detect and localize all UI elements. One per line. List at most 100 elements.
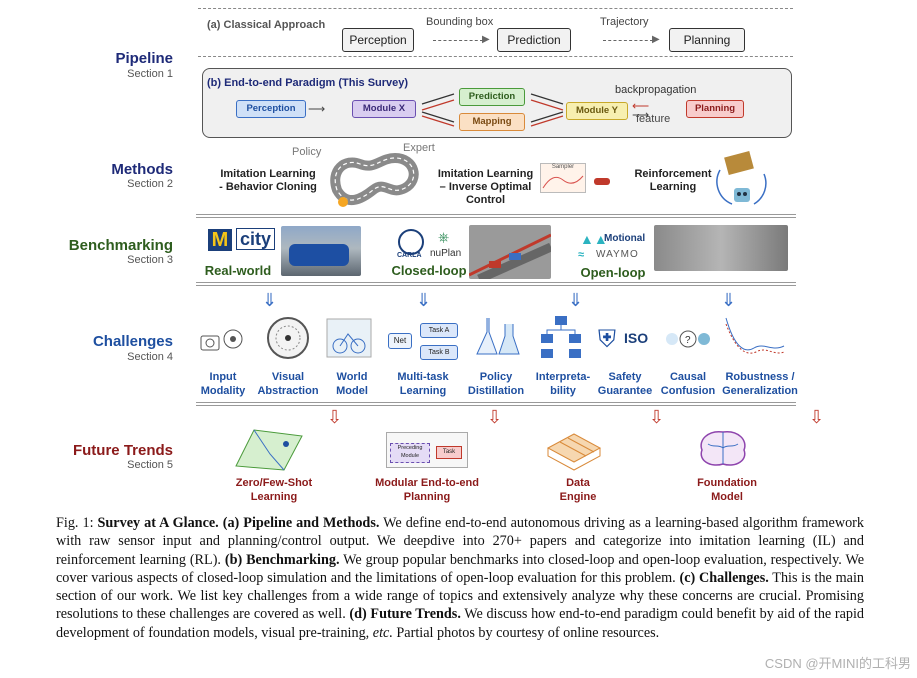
realworld-label: Real-world	[204, 263, 272, 278]
shield-icon: ⛨	[598, 326, 616, 353]
e2e-label: (b) End-to-end Paradigm (This Survey)	[207, 77, 409, 89]
net-box: Net	[388, 333, 412, 349]
section-sub-challenges: Section 4	[127, 351, 173, 363]
classical-planning-box: Planning	[669, 28, 745, 52]
e2e-perception-box: Perception	[236, 100, 306, 118]
sampler-label: Sampler	[551, 164, 575, 170]
carla-label: CARLA	[397, 252, 422, 259]
mcity-logo: city	[236, 228, 276, 250]
causal-confusion-icon: ?	[666, 330, 710, 348]
visual-abstraction-icon	[267, 317, 309, 359]
motional-logo-icon: ▲▲	[580, 231, 608, 247]
robustness-plot-icon	[725, 317, 785, 354]
challenge-label: Confusion	[660, 385, 716, 397]
classical-prediction-box: Prediction	[497, 28, 571, 52]
future-label: Planning	[403, 491, 451, 503]
task-b-box: Task B	[420, 345, 458, 360]
challenge-label: Abstraction	[257, 385, 319, 397]
data-engine-icon	[546, 433, 602, 471]
classical-label: (a) Classical Approach	[207, 19, 326, 31]
caption-d-text: We discuss how end-to-end paradigm could…	[56, 606, 864, 641]
iso-logo: ISO	[624, 330, 649, 346]
caption-b-title: (b) Benchmarking.	[224, 551, 340, 568]
module-y-arrows	[530, 93, 564, 127]
section-title-methods: Methods	[111, 161, 173, 178]
challenge-label: Learning	[399, 385, 447, 397]
sim-road-icon	[468, 233, 553, 284]
future-label: Data	[566, 477, 590, 489]
separator-3	[196, 402, 796, 406]
challenge-label: Multi-task	[397, 371, 449, 383]
feature-arrow-icon: ⟶	[632, 108, 650, 122]
caption-fig: Fig. 1:	[56, 515, 98, 531]
task-box: Task	[436, 446, 462, 459]
down-arrow-icon: ⇓	[721, 290, 737, 310]
rl-loop-icon	[716, 150, 767, 205]
section-title-pipeline: Pipeline	[115, 50, 173, 67]
challenge-label: Input	[209, 371, 237, 383]
module-x-box: Module X	[352, 100, 416, 118]
nuplan-logo-icon: ⎈	[438, 229, 450, 245]
down-arrow-icon: ⇩	[327, 407, 343, 427]
separator-1	[196, 214, 796, 218]
carla-logo-icon	[398, 229, 424, 255]
expert-label: Expert	[403, 142, 435, 154]
caption-etc: etc.	[372, 624, 393, 641]
e2e-prediction-box: Prediction	[459, 88, 525, 106]
module-label: Module	[400, 453, 420, 459]
classical-frame	[198, 8, 793, 57]
car-icon	[289, 244, 349, 266]
challenge-label: bility	[550, 385, 576, 397]
down-arrow-icon: ⇓	[568, 290, 584, 310]
caption-d-title: (d) Future Trends.	[349, 606, 461, 623]
separator-2	[196, 282, 796, 286]
section-sub-methods: Section 2	[127, 178, 173, 190]
section-title-benchmarking: Benchmarking	[68, 237, 173, 254]
challenge-label: Distillation	[467, 385, 525, 397]
feature-label: feature	[636, 113, 671, 125]
openloop-label: Open-loop	[580, 265, 646, 280]
nuplan-label: nuPlan	[430, 248, 462, 259]
waymo-logo-icon: ≈	[578, 249, 585, 261]
section-sub-benchmarking: Section 3	[127, 254, 173, 266]
brain-icon	[700, 431, 746, 466]
realworld-photo	[281, 226, 361, 276]
closedloop-sim-photo	[468, 225, 553, 284]
race-track-icon	[330, 152, 419, 207]
svg-text:?: ?	[685, 335, 691, 346]
umich-logo-icon: M	[208, 229, 232, 251]
challenge-label: Causal	[669, 371, 707, 383]
watermark: CSDN @开MINI的工科男	[764, 656, 911, 671]
future-label: Modular End-to-end	[375, 477, 479, 489]
future-label: Learning	[250, 491, 298, 503]
preceding-label: Preceding	[397, 445, 423, 451]
hierarchy-icon	[541, 316, 581, 358]
section-title-future: Future Trends	[72, 442, 173, 459]
figure-caption: Fig. 1: Survey at A Glance. (a) Pipeline…	[56, 514, 864, 642]
challenge-label: Safety	[608, 371, 642, 383]
challenge-label: Generalization	[722, 385, 798, 397]
flask-icon	[476, 318, 520, 355]
caption-a-text: We define end-to-end autonomous driving …	[56, 515, 865, 568]
car-icon	[594, 178, 610, 185]
zero-shot-icon	[235, 429, 303, 471]
down-arrow-icon: ⇩	[649, 407, 665, 427]
backprop-arrow-icon: ⟵	[632, 99, 650, 113]
challenge-label: Guarantee	[597, 385, 653, 397]
camera-sensor-icon	[200, 329, 243, 351]
task-a-box: Task A	[420, 323, 458, 338]
challenge-label: Interpreta-	[535, 371, 591, 383]
caption-title: Survey at A Glance.	[97, 515, 219, 531]
caption-c-text: This is the main section of our work. We…	[56, 569, 864, 623]
down-arrow-icon: ⇓	[262, 290, 278, 310]
down-arrow-icon: ⇩	[809, 407, 825, 427]
section-sub-future: Section 5	[127, 459, 173, 471]
challenge-label: Robustness /	[725, 371, 795, 383]
ioc-label-2: – Inverse Optimal	[439, 181, 532, 193]
challenge-label: Modality	[200, 385, 246, 397]
openloop-aerial-photo	[654, 225, 788, 271]
mapping-box: Mapping	[459, 113, 525, 131]
down-arrow-icon: ⇓	[416, 290, 432, 310]
challenge-label: World	[336, 371, 368, 383]
